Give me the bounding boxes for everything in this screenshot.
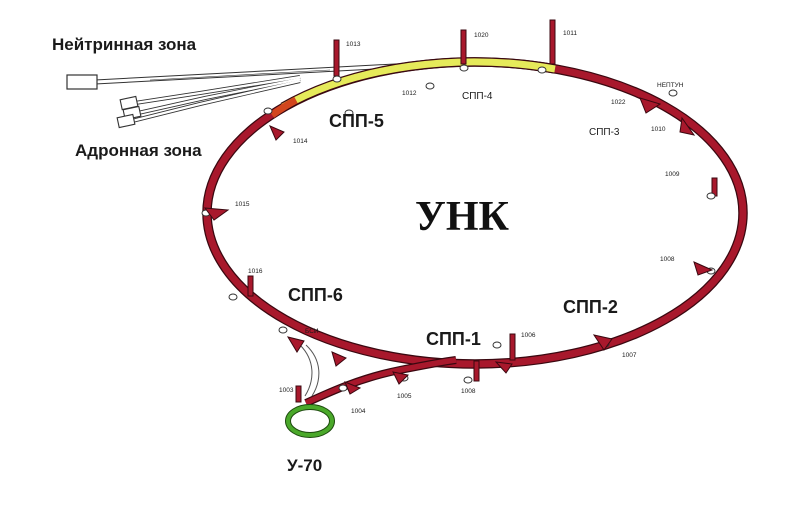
neutrino-beamline (66, 61, 433, 90)
hall-1007: 1007 (622, 352, 637, 359)
section-spp1: СПП-1 (426, 329, 481, 349)
u70-label: У-70 (287, 456, 322, 475)
section-spp2: СПП-2 (563, 297, 618, 317)
section-spp6: СПП-6 (288, 285, 343, 305)
hall-1008b: 1008 (461, 388, 476, 395)
main-title-unk: УНК (415, 194, 509, 240)
shaft-1008b (473, 360, 480, 382)
hadron-zone-label: Адронная зона (75, 141, 202, 160)
section-spp4: СПП-4 (462, 91, 493, 102)
hall-1014: 1014 (293, 138, 308, 145)
hall-1003: 1003 (279, 387, 294, 394)
hall-1015: 1015 (235, 201, 250, 208)
station-markers (203, 97, 714, 395)
section-spp3: СПП-3 (589, 127, 620, 138)
hall-1016: 1016 (248, 268, 263, 275)
hall-1010: 1010 (651, 126, 666, 133)
shafts (201, 19, 718, 403)
shaft-1006 (509, 333, 516, 361)
hall-1013: 1013 (346, 41, 361, 48)
hall-1020: 1020 (474, 32, 489, 39)
shaft-1020 (460, 29, 467, 65)
hall-1008a: 1008 (660, 256, 675, 263)
shaft-1016 (247, 275, 254, 297)
hall-1022: 1022 (611, 99, 626, 106)
hadron-beamlines (116, 75, 301, 129)
section-spp5: СПП-5 (329, 111, 384, 131)
hall-1011: 1011 (563, 30, 577, 37)
neutrino-zone-label: Нейтринная зона (52, 35, 197, 54)
hall-1012: 1012 (402, 90, 417, 97)
injection-line (299, 344, 457, 407)
neutrino-detector-block (66, 74, 98, 90)
neptun-label: НЕПТУН (657, 82, 684, 89)
hall-1009: 1009 (665, 171, 680, 178)
hall-1004: 1004 (351, 408, 366, 415)
shaft-1003 (295, 385, 302, 403)
shaft-1011 (549, 19, 556, 65)
shaft-1013 (333, 39, 340, 77)
hall-1005: 1005 (397, 393, 412, 400)
bsi-label: БСИ (305, 328, 319, 335)
hall-1006: 1006 (521, 332, 536, 339)
